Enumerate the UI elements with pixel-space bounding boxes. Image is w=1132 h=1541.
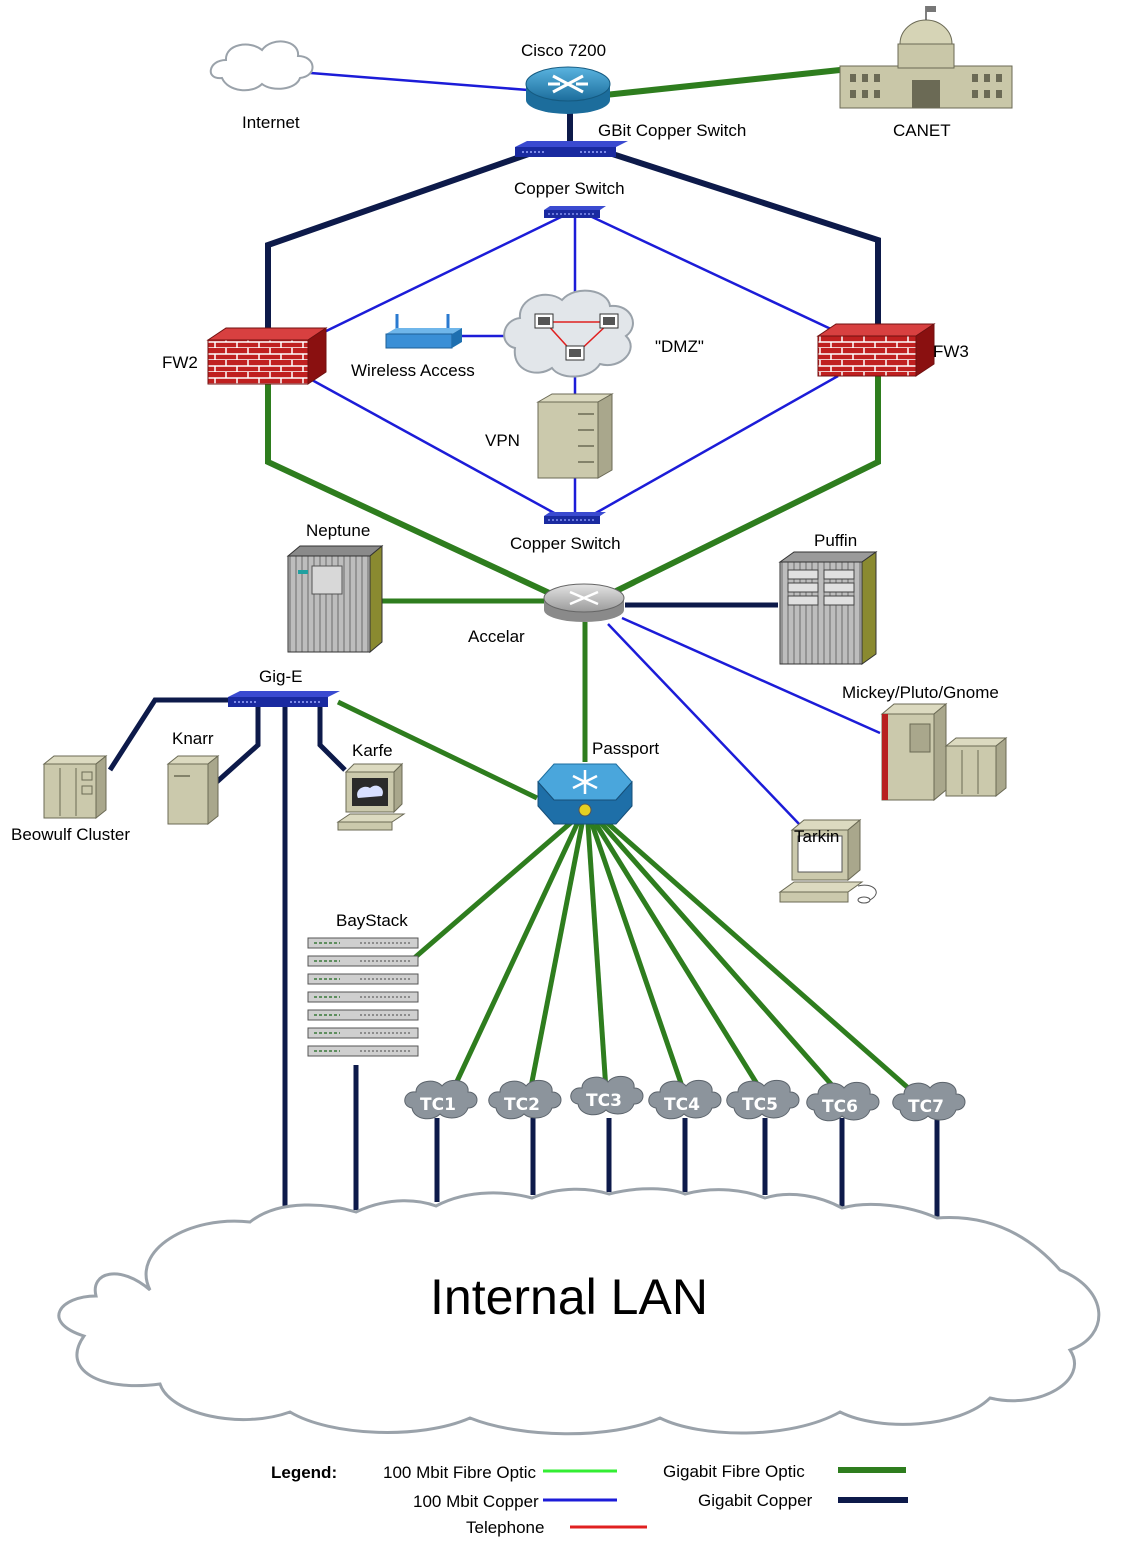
vpn-server-icon — [536, 393, 614, 479]
canet-building-icon — [839, 6, 1013, 109]
beowulf-cluster-icon — [42, 754, 108, 820]
legend-gigfibre-label: Gigabit Fibre Optic — [663, 1462, 805, 1481]
fw3-firewall-icon — [816, 323, 936, 377]
link-fw3-csb — [593, 374, 839, 516]
fw2-label: FW2 — [162, 353, 198, 372]
accelar-router-icon — [543, 583, 625, 622]
gige-label: Gig-E — [259, 667, 302, 686]
beowulf-label: Beowulf Cluster — [11, 825, 130, 844]
copper-switch-bottom-label: Copper Switch — [510, 534, 621, 553]
internet-label: Internet — [242, 113, 300, 132]
internet-cloud-icon — [209, 40, 314, 92]
tc6-label: TC6 — [822, 1097, 858, 1117]
tc4-label: TC4 — [664, 1095, 700, 1115]
tc5-cloud-icon: TC5 — [726, 1079, 800, 1120]
mickey-server-group-icon — [880, 702, 1008, 802]
link-accelar-tarkin — [607, 623, 801, 826]
link-fw2-csb — [311, 378, 557, 516]
tc3-cloud-icon: TC3 — [570, 1075, 644, 1116]
tarkin-label: Tarkin — [794, 827, 839, 846]
link-cs-fw2 — [317, 214, 564, 337]
link-gige-beowulf — [107, 697, 240, 772]
baystack-switch-stack-icon — [307, 937, 419, 1057]
neptune-label: Neptune — [306, 521, 370, 540]
legend-gigcopper-label: Gigabit Copper — [698, 1491, 813, 1510]
mickey-label: Mickey/Pluto/Gnome — [842, 683, 999, 702]
legend: Legend: 100 Mbit Fibre Optic 100 Mbit Co… — [271, 1462, 908, 1537]
dmz-label: "DMZ" — [655, 337, 704, 356]
tc5-label: TC5 — [742, 1095, 778, 1115]
internal-lan-label: Internal LAN — [430, 1269, 708, 1325]
tc1-cloud-icon: TC1 — [404, 1079, 478, 1120]
dmz-cloud-icon — [503, 289, 634, 378]
link-cisco-canet — [604, 67, 841, 98]
vpn-label: VPN — [485, 431, 520, 450]
knarr-server-icon — [166, 754, 220, 826]
legend-telephone-label: Telephone — [466, 1518, 544, 1537]
wireless-access-icon — [385, 314, 462, 349]
tc2-cloud-icon: TC2 — [488, 1079, 562, 1120]
wireless-label: Wireless Access — [351, 361, 475, 380]
knarr-label: Knarr — [172, 729, 214, 748]
gbit-switch-icon — [515, 141, 628, 157]
accelar-label: Accelar — [468, 627, 525, 646]
gbit-switch-label: GBit Copper Switch — [598, 121, 746, 140]
link-passport-tc7 — [602, 818, 917, 1096]
passport-label: Passport — [592, 739, 659, 758]
link-gige-knarr — [208, 704, 261, 790]
passport-switch-icon — [537, 763, 633, 825]
link-cs-fw3 — [589, 214, 834, 332]
link-passport-tc4 — [589, 823, 687, 1093]
link-fw3-accelar — [604, 372, 881, 599]
copper-switch-top-label: Copper Switch — [514, 179, 625, 198]
cisco-router-icon — [525, 66, 611, 114]
gige-switch-icon — [228, 691, 340, 707]
tc7-cloud-icon: TC7 — [892, 1081, 966, 1122]
link-internet-cisco — [297, 70, 529, 92]
tc-clouds: TC1 TC2 TC3 TC4 TC5 TC6 TC7 — [404, 1075, 966, 1122]
link-gbit-fw3 — [599, 147, 881, 332]
link-passport-tc2 — [527, 823, 585, 1093]
tarkin-workstation-icon — [778, 818, 877, 904]
link-gbit-fw2 — [265, 147, 541, 338]
puffin-server-icon — [778, 551, 878, 665]
connections — [107, 67, 940, 1218]
link-passport-tc1 — [449, 820, 581, 1094]
tc2-label: TC2 — [504, 1095, 540, 1115]
link-gige-passport — [336, 699, 539, 801]
baystack-label: BayStack — [336, 911, 408, 930]
neptune-server-icon — [286, 544, 384, 654]
link-passport-tc6 — [598, 820, 840, 1094]
tc1-label: TC1 — [420, 1095, 456, 1115]
link-accelar-mickey — [621, 616, 881, 735]
legend-title: Legend: — [271, 1463, 337, 1482]
fw2-firewall-icon — [206, 327, 328, 385]
canet-label: CANET — [893, 121, 951, 140]
link-fw2-accelar — [265, 378, 562, 601]
karfe-workstation-icon — [336, 762, 406, 831]
karfe-label: Karfe — [352, 741, 393, 760]
puffin-label: Puffin — [814, 531, 857, 550]
cisco-label: Cisco 7200 — [521, 41, 606, 60]
tc7-label: TC7 — [908, 1097, 944, 1117]
fw3-label: FW3 — [933, 342, 969, 361]
tc4-cloud-icon: TC4 — [648, 1079, 722, 1120]
legend-fibre100-label: 100 Mbit Fibre Optic — [383, 1463, 537, 1482]
link-gige-karfe — [317, 704, 347, 772]
link-passport-tc3 — [585, 823, 609, 1091]
link-passport-baystack — [410, 818, 576, 962]
link-passport-tc5 — [593, 822, 765, 1094]
tc3-label: TC3 — [586, 1091, 622, 1111]
tc6-cloud-icon: TC6 — [806, 1081, 880, 1122]
copper-switch-bottom-icon — [544, 512, 606, 524]
internal-lan-cloud-icon — [57, 1187, 1101, 1436]
legend-copper100-label: 100 Mbit Copper — [413, 1492, 539, 1511]
copper-switch-top-icon — [544, 206, 606, 218]
